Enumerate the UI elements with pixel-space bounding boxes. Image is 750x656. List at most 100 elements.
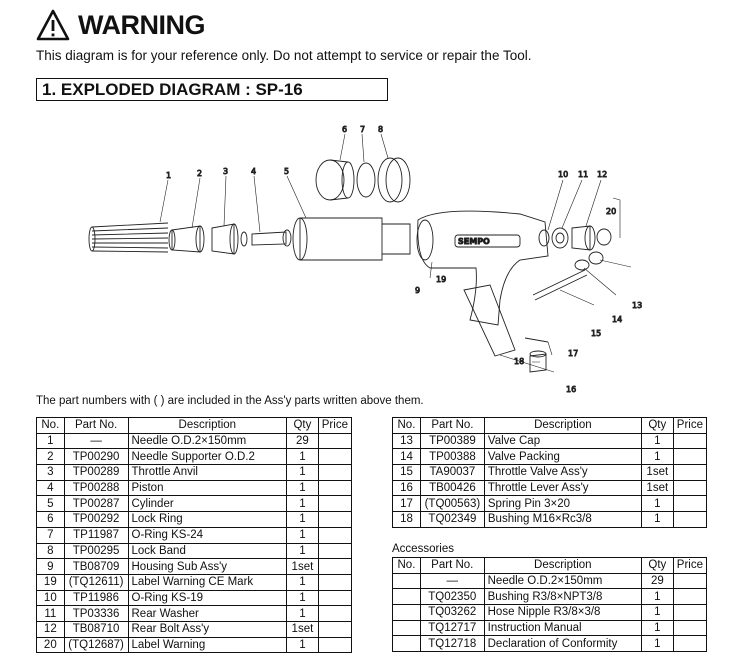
part-index: 11 <box>36 605 65 622</box>
callout-18: 18 <box>514 357 524 366</box>
part-description: Valve Packing <box>483 448 642 466</box>
part-price <box>317 620 353 638</box>
part-index: 13 <box>392 432 421 450</box>
callout-4: 4 <box>251 167 256 176</box>
spring-pin-part <box>524 337 549 343</box>
part-index: 3 <box>36 464 65 481</box>
exploded-diagram: SEMPO 1 2 3 4 5 6 7 8 9 10 11 12 13 14 <box>88 125 643 394</box>
part-index: 16 <box>392 479 421 497</box>
part-qty: 1set <box>640 464 674 481</box>
column-header: Qty <box>640 417 674 434</box>
label-warning-part <box>596 228 612 246</box>
part-number: TP00295 <box>63 542 129 560</box>
part-qty: 1 <box>640 495 674 513</box>
assy-note: The part numbers with ( ) are included i… <box>36 395 424 407</box>
part-price <box>317 432 353 450</box>
part-number: (TQ12687) <box>63 636 129 654</box>
part-number: TP11987 <box>63 526 129 544</box>
part-price <box>317 573 353 591</box>
part-price <box>317 605 353 622</box>
part-qty: 1 <box>640 604 674 621</box>
part-price <box>317 495 353 513</box>
part-price <box>317 464 353 481</box>
column-header: Part No. <box>63 417 129 434</box>
part-index: 8 <box>36 542 65 560</box>
part-price <box>317 636 353 654</box>
callout-17: 17 <box>568 349 578 358</box>
part-description: Label Warning CE Mark <box>127 573 288 591</box>
part-price <box>317 526 353 544</box>
part-index: 1 <box>36 432 65 450</box>
bushing-part <box>529 350 547 373</box>
callout-20: 20 <box>606 207 616 216</box>
part-number: TQ12717 <box>419 619 485 637</box>
part-qty: 1 <box>640 511 674 528</box>
accessories-label: Accessories <box>392 543 454 555</box>
part-index: 10 <box>36 589 65 607</box>
part-index: 20 <box>36 636 65 654</box>
part-number: TQ03262 <box>419 604 485 621</box>
part-description: O-Ring KS-24 <box>127 526 288 544</box>
part-price <box>317 448 353 466</box>
part-number: TP00287 <box>63 495 129 513</box>
brand-logo-text: SEMPO <box>458 237 490 246</box>
part-index: 12 <box>36 620 65 638</box>
part-index: 19 <box>36 573 65 591</box>
column-header: Price <box>317 417 353 434</box>
column-header: Description <box>127 417 288 434</box>
part-description: Throttle Valve Ass'y <box>483 464 642 481</box>
part-price <box>317 589 353 607</box>
callout-11: 11 <box>578 170 588 179</box>
part-qty: 1 <box>286 605 319 622</box>
callout-5: 5 <box>284 167 289 176</box>
part-qty: 1 <box>286 495 319 513</box>
needle-bundle <box>88 222 169 253</box>
part-number: TP00288 <box>63 479 129 497</box>
part-description: Instruction Manual <box>483 619 642 637</box>
part-qty: 1 <box>286 448 319 466</box>
part-price <box>317 558 353 575</box>
lock-band-part <box>377 157 411 203</box>
o-ring-part <box>356 162 376 198</box>
column-header: Description <box>483 417 642 434</box>
callout-3: 3 <box>223 167 228 176</box>
part-index <box>392 588 421 606</box>
callout-10: 10 <box>558 170 568 179</box>
callout-7: 7 <box>360 125 365 134</box>
part-description: Rear Bolt Ass'y <box>127 620 288 638</box>
callout-9: 9 <box>415 286 420 295</box>
rear-washer-part <box>551 227 569 249</box>
part-qty: 1 <box>640 635 674 653</box>
warning-title: WARNING <box>78 9 206 40</box>
part-index: 2 <box>36 448 65 466</box>
part-index: 4 <box>36 479 65 497</box>
part-number: TQ12718 <box>419 635 485 653</box>
part-index: 6 <box>36 511 65 528</box>
part-description: Lock Band <box>127 542 288 560</box>
part-description: Declaration of Conformity <box>483 635 642 653</box>
part-qty: 1 <box>286 479 319 497</box>
part-price <box>672 588 708 606</box>
column-header: No. <box>392 557 421 574</box>
column-header: Qty <box>286 417 319 434</box>
throttle-valve-part <box>532 269 588 301</box>
callout-6: 6 <box>342 125 347 134</box>
column-header: Qty <box>640 557 674 574</box>
